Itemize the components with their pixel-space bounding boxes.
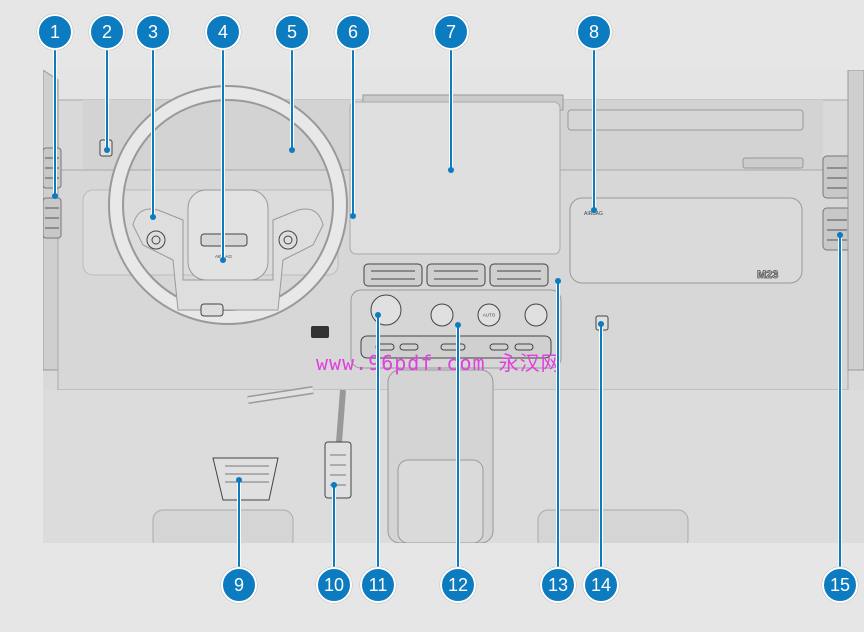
callout-leader-line [332, 485, 336, 585]
callout-anchor-dot [591, 207, 597, 213]
center-vents [363, 263, 549, 287]
passenger-seat [537, 509, 689, 543]
callout-anchor-dot [236, 477, 242, 483]
callout-15[interactable]: 15 [822, 567, 858, 603]
climate-auto-label: AUTO [483, 313, 496, 318]
armrest [397, 459, 484, 543]
callout-leader-line [290, 32, 294, 150]
callout-leader-line [53, 32, 57, 196]
callout-leader-line [151, 32, 155, 217]
accelerator-pedal [324, 441, 352, 499]
right-spoke-control [278, 230, 298, 250]
callout-anchor-dot [455, 322, 461, 328]
callout-leader-line [105, 32, 109, 150]
callout-2[interactable]: 2 [89, 14, 125, 50]
callout-9[interactable]: 9 [221, 567, 257, 603]
callout-7[interactable]: 7 [433, 14, 469, 50]
callout-anchor-dot [52, 193, 58, 199]
left-spoke-control [146, 230, 166, 250]
climate-button-auto [477, 303, 501, 327]
right-pillar [847, 70, 864, 371]
callout-4[interactable]: 4 [205, 14, 241, 50]
callout-anchor-dot [331, 482, 337, 488]
callout-leader-line [838, 235, 842, 585]
callout-1[interactable]: 1 [37, 14, 73, 50]
dash-trim [567, 109, 804, 131]
callout-12[interactable]: 12 [440, 567, 476, 603]
callout-leader-line [592, 32, 596, 210]
callout-anchor-dot [220, 257, 226, 263]
callout-5[interactable]: 5 [274, 14, 310, 50]
callout-3[interactable]: 3 [135, 14, 171, 50]
dash-slot [742, 157, 804, 169]
dimmer-wheel [311, 326, 329, 338]
passenger-airbag-label: AIRBAG [584, 211, 603, 217]
callout-leader-line [221, 32, 225, 260]
center-display [349, 101, 561, 255]
brake-pedal [212, 457, 279, 501]
callout-leader-line [456, 325, 460, 585]
callout-leader-line [449, 32, 453, 170]
dashboard-drawing: AIRBAG M23 AIRBAG AUTO [43, 70, 864, 543]
callout-leader-line [556, 281, 560, 585]
callout-8[interactable]: 8 [576, 14, 612, 50]
callout-anchor-dot [104, 147, 110, 153]
callout-anchor-dot [350, 213, 356, 219]
callout-leader-line [376, 315, 380, 585]
model-logo: M23 [757, 269, 778, 281]
callout-6[interactable]: 6 [335, 14, 371, 50]
callout-leader-line [237, 480, 241, 585]
callout-anchor-dot [837, 232, 843, 238]
callout-anchor-dot [150, 214, 156, 220]
right-vent-lower [822, 207, 852, 251]
watermark: www.96pdf.com 永汉网 [316, 351, 562, 375]
dashboard-illustration: AIRBAG M23 AIRBAG AUTO [43, 70, 864, 543]
climate-button-defrost [524, 303, 548, 327]
passenger-airbag-panel [569, 197, 803, 284]
callout-anchor-dot [448, 167, 454, 173]
callout-anchor-dot [289, 147, 295, 153]
callout-14[interactable]: 14 [583, 567, 619, 603]
driver-seat [152, 509, 294, 543]
callout-13[interactable]: 13 [540, 567, 576, 603]
right-vent-upper [822, 155, 852, 199]
callout-leader-line [599, 324, 603, 585]
climate-button-fan [430, 303, 454, 327]
callout-anchor-dot [598, 321, 604, 327]
callout-11[interactable]: 11 [360, 567, 396, 603]
callout-anchor-dot [555, 278, 561, 284]
callout-anchor-dot [375, 312, 381, 318]
steering-spokes [132, 208, 324, 311]
callout-leader-line [351, 32, 355, 216]
callout-10[interactable]: 10 [316, 567, 352, 603]
